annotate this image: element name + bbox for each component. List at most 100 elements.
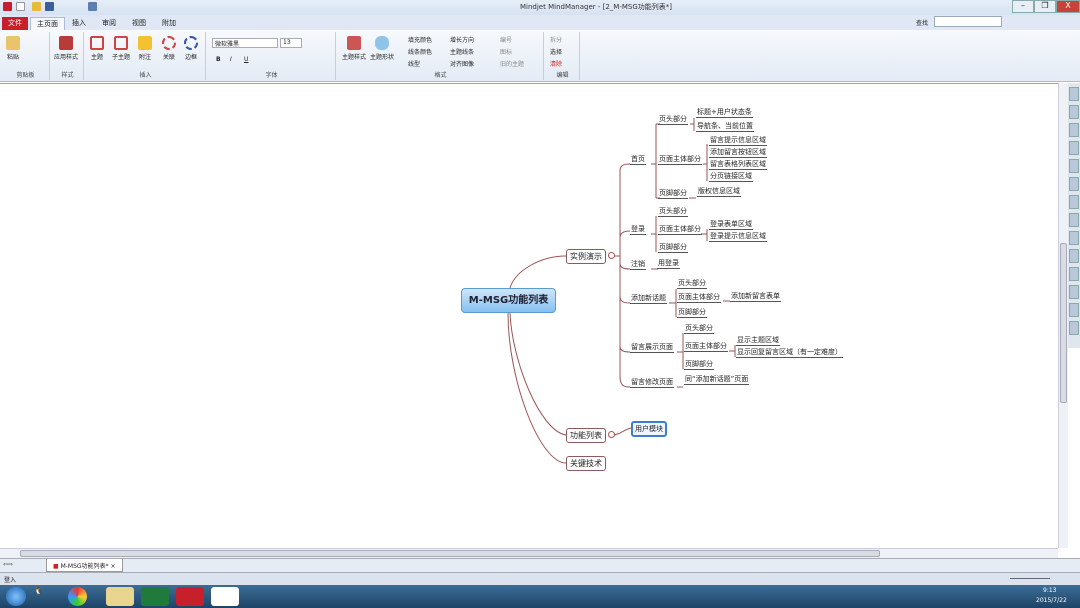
subtopic[interactable]: 留言表格列表区域 [709,160,767,170]
subtopic[interactable]: 留言展示页面 [630,343,674,353]
subtopic[interactable]: 留言修改页面 [630,378,674,388]
panel-tab[interactable] [1069,159,1079,173]
subtopic[interactable]: 页面主体部分 [677,293,721,303]
panel-tab[interactable] [1069,303,1079,317]
subtopic[interactable]: 页脚部分 [658,189,688,199]
subtopic[interactable]: 登录 [630,225,646,235]
panel-tab[interactable] [1069,195,1079,209]
subtopic[interactable]: 首页 [630,155,646,165]
split-button[interactable]: 拆分 [550,37,563,44]
subtopic-button[interactable]: 子主题 [112,36,130,61]
callout-button[interactable]: 附注 [138,36,152,61]
line-style-button[interactable]: 线型 [408,61,421,68]
panel-tab[interactable] [1069,123,1079,137]
central-topic[interactable]: M-MSG功能列表 [461,288,556,313]
fill-color-button[interactable]: 填充颜色 [408,37,433,44]
search-input[interactable] [934,16,1002,27]
panel-tab[interactable] [1069,177,1079,191]
panel-tab[interactable] [1069,105,1079,119]
icons-button[interactable]: 图标 [500,49,513,56]
growth-direction-button[interactable]: 增长方向 [450,37,475,44]
scroll-thumb[interactable] [1060,243,1067,403]
tab-insert[interactable]: 插入 [72,19,86,27]
font-size-select[interactable]: 13 [280,38,302,48]
subtopic[interactable]: 留言提示信息区域 [709,136,767,146]
close-button[interactable]: X [1056,0,1080,13]
italic-button[interactable]: I [230,56,232,63]
tab-file[interactable]: 文件 [2,17,28,30]
mindmap-canvas[interactable]: M-MSG功能列表 实例演示 功能列表 关键技术 用户模块 首页 页头部分 标题… [0,83,1058,548]
subtopic[interactable]: 同“添加新话题”页面 [684,375,750,385]
subtopic[interactable]: 显示主题区域 [736,336,780,346]
tab-review[interactable]: 审阅 [102,19,116,27]
subtopic[interactable]: 添加新话题 [630,294,667,304]
subtopic[interactable]: 页脚部分 [684,360,714,370]
main-topic[interactable]: 功能列表 [566,428,606,443]
subtopic[interactable]: 登录表单区域 [709,220,753,230]
mindmanager-icon[interactable] [176,587,204,606]
subtopic[interactable]: 页头部分 [658,207,688,217]
vertical-scrollbar[interactable] [1058,83,1068,548]
topic-line-button[interactable]: 主题线条 [450,49,475,56]
open-icon[interactable] [32,2,41,11]
select-button[interactable]: 选择 [550,49,563,56]
document-tab[interactable]: ■ M-MSG功能列表* × [46,559,123,572]
old-topic-button[interactable]: 旧的主题 [500,61,525,68]
panel-tab[interactable] [1069,213,1079,227]
subtopic[interactable]: 显示回复留言区域（有一定难度） [736,348,843,358]
relationship-button[interactable]: 关联 [162,36,176,61]
topic-shape-button[interactable]: 主题形状 [370,36,394,61]
minimize-button[interactable]: – [1012,0,1034,13]
panel-tab[interactable] [1069,141,1079,155]
start-button[interactable] [6,587,26,606]
subtopic[interactable]: 版权信息区域 [697,187,741,197]
font-name-select[interactable]: 微软雅黑 [212,38,278,48]
clear-button[interactable]: 清除 [550,61,563,68]
tab-view[interactable]: 视图 [132,19,146,27]
status-login[interactable]: 登入 [4,577,17,584]
main-topic[interactable]: 关键技术 [566,456,606,471]
zoom-slider[interactable] [1010,578,1050,579]
subtopic[interactable]: 添加新留言表单 [730,292,781,302]
subtopic[interactable]: 页头部分 [677,279,707,289]
excel-icon[interactable] [141,587,169,606]
apply-style-button[interactable]: 应用样式 [54,36,78,61]
subtopic[interactable]: 注销 [630,260,646,270]
topic-button[interactable]: 主题 [90,36,104,61]
subtopic[interactable]: 页脚部分 [677,308,707,318]
panel-tab[interactable] [1069,249,1079,263]
numbering-button[interactable]: 编号 [500,37,513,44]
panel-tab[interactable] [1069,321,1079,335]
subtopic[interactable]: 添加留言按钮区域 [709,148,767,158]
subtopic[interactable]: 页脚部分 [658,243,688,253]
subtopic[interactable]: 页面主体部分 [658,225,702,235]
camtasia-icon[interactable] [211,587,239,606]
bold-button[interactable]: B [216,56,221,63]
selected-topic[interactable]: 用户模块 [631,421,667,437]
save-icon[interactable] [45,2,54,11]
subtopic[interactable]: 标题+用户状态条 [696,108,753,118]
panel-tab[interactable] [1069,285,1079,299]
close-tab-icon[interactable]: × [110,563,116,570]
qq-icon[interactable]: 🐧 [34,587,43,595]
main-topic[interactable]: 实例演示 [566,249,606,264]
align-image-button[interactable]: 对齐图像 [450,61,475,68]
panel-tab[interactable] [1069,267,1079,281]
explorer-icon[interactable] [106,587,134,606]
tab-home[interactable]: 主页面 [30,17,65,30]
subtopic[interactable]: 页头部分 [658,115,688,125]
paste-button[interactable]: 粘贴 [6,36,20,61]
collapse-toggle[interactable] [608,252,615,259]
subtopic[interactable]: 导航条、当前位置 [696,122,754,132]
new-icon[interactable] [16,2,25,11]
panel-tab[interactable] [1069,87,1079,101]
undo-icon[interactable] [88,2,97,11]
topic-style-button[interactable]: 主题样式 [342,36,366,61]
scroll-thumb[interactable] [20,550,880,557]
subtopic[interactable]: 页头部分 [684,324,714,334]
subtopic[interactable]: 分页链接区域 [709,172,753,182]
panel-tab[interactable] [1069,231,1079,245]
tab-addins[interactable]: 附加 [162,19,176,27]
horizontal-scrollbar[interactable] [0,548,1058,558]
boundary-button[interactable]: 边框 [184,36,198,61]
